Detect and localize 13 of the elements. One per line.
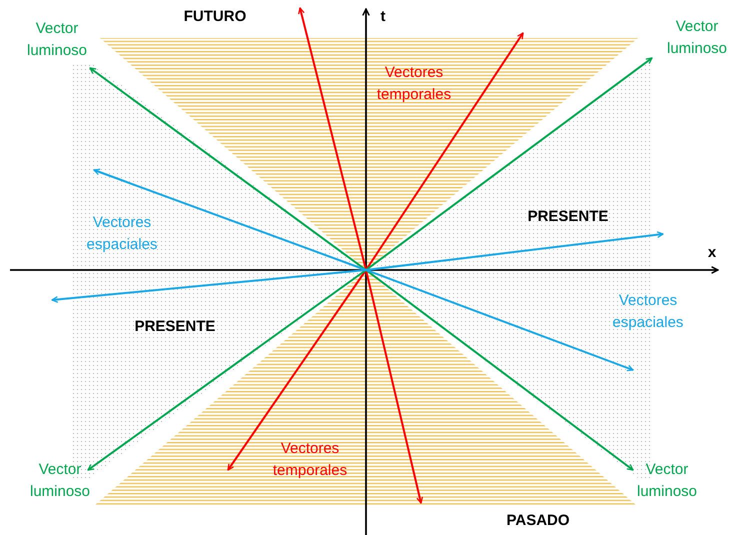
region-label: FUTURO (184, 7, 246, 27)
vector-label: Vector luminoso (666, 17, 728, 59)
region-label: PRESENTE (528, 207, 608, 227)
vector-label: Vector luminoso (636, 460, 698, 502)
axis-label: t (380, 7, 386, 27)
vector-label: Vector luminoso (26, 19, 88, 61)
vector-label: Vector luminoso (28, 460, 92, 502)
vector-label: Vectores temporales (376, 63, 452, 105)
region-label: PRESENTE (134, 317, 216, 337)
vector-label: Vectores espaciales (612, 291, 684, 333)
axis-label: x (708, 243, 716, 263)
region-label: PASADO (506, 511, 570, 531)
vector-label: Vectores espaciales (86, 213, 158, 255)
